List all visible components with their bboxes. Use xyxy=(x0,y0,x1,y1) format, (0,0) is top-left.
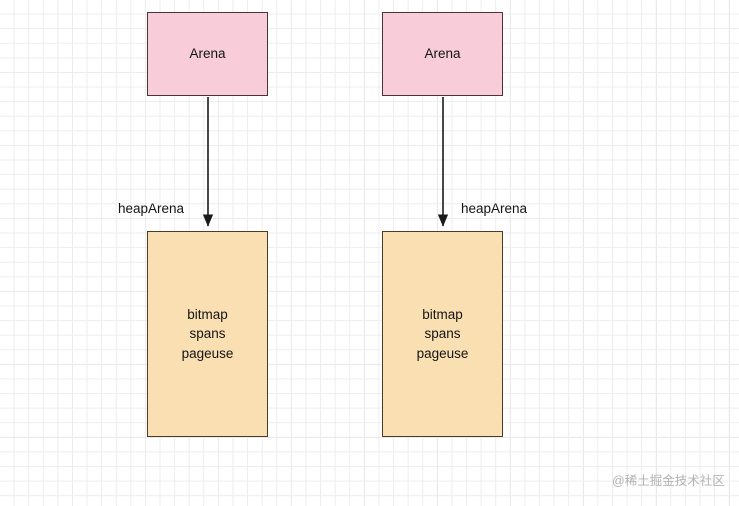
node-arena-right[interactable]: Arena xyxy=(382,12,503,96)
node-heaparena-right[interactable]: bitmap spans pageuse xyxy=(382,231,503,437)
edge-label-right: heapArena xyxy=(461,201,528,216)
edge-label-left: heapArena xyxy=(118,201,185,216)
node-label: bitmap spans pageuse xyxy=(416,306,469,361)
watermark: @稀土掘金技术社区 xyxy=(612,474,725,488)
node-label: bitmap spans pageuse xyxy=(181,306,234,361)
node-label: Arena xyxy=(189,46,226,62)
node-heaparena-left[interactable]: bitmap spans pageuse xyxy=(147,231,268,437)
node-label: Arena xyxy=(424,46,461,62)
node-arena-left[interactable]: Arena xyxy=(147,12,268,96)
